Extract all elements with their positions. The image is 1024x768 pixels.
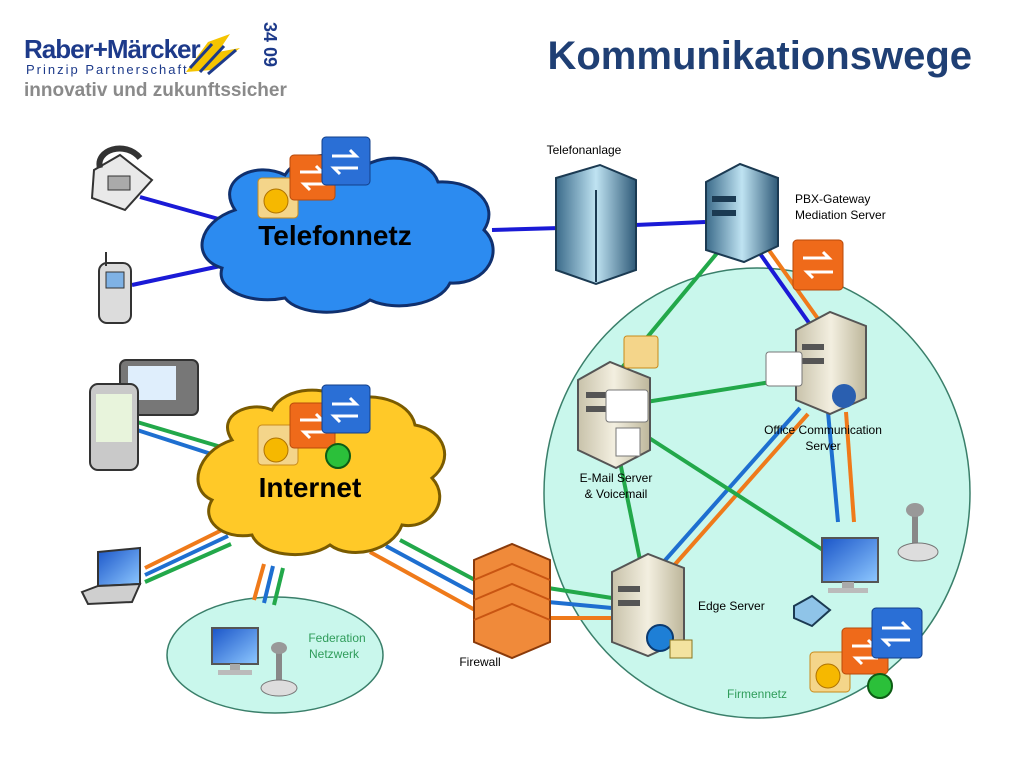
label-email-line1: E-Mail Server: [580, 471, 653, 485]
label-federation-line2: Netzwerk: [309, 647, 360, 661]
pda-icon: [89, 359, 199, 471]
label-firmennetz: Firmennetz: [727, 687, 787, 701]
label-ocs-line1: Office Communication: [764, 423, 882, 437]
outlook-icon: [623, 335, 659, 369]
client-monitor-icon: [821, 537, 879, 593]
link-pbx-gateway: [634, 220, 706, 227]
internet-app-icons: [257, 384, 371, 469]
telefonnetz-label: Telefonnetz: [258, 220, 411, 251]
desk-phone-icon: [90, 145, 154, 212]
edge-server-icon: [611, 552, 693, 659]
data-links: [136, 244, 856, 620]
firewall-icon: [473, 542, 551, 660]
communicator-icon: [871, 607, 923, 659]
voicemail-icon: [765, 351, 803, 387]
client-app-icons: [809, 607, 923, 699]
label-pbx-line2: Mediation Server: [795, 208, 886, 222]
label-federation-line1: Federation: [308, 631, 365, 645]
page-title: Kommunikationswege: [547, 34, 972, 78]
live-meeting-icon: [325, 443, 351, 469]
label-pbx-line1: PBX-Gateway: [795, 192, 870, 206]
label-email-line2: & Voicemail: [585, 487, 648, 501]
mobile-phone-icon: [98, 252, 132, 324]
logo-year: 34 09: [260, 22, 280, 68]
telefonnetz-app-icons: [257, 136, 371, 219]
ip-phone-icon: [793, 594, 832, 628]
email-server-icon: [577, 335, 659, 470]
label-telefonanlage: Telefonanlage: [547, 143, 622, 157]
voicemail-icon: [605, 389, 649, 423]
federation-monitor-icon: [211, 627, 259, 675]
diagram-labels: Telefonanlage PBX-Gateway Mediation Serv…: [308, 143, 885, 701]
ocs-server-icon: [765, 310, 867, 416]
label-edge: Edge Server: [698, 599, 765, 613]
communicator-icon: [321, 384, 371, 434]
user-icon: [832, 384, 856, 408]
laptop-icon: [80, 546, 142, 606]
label-firewall: Firewall: [459, 655, 500, 669]
exchange-icon: [792, 239, 844, 291]
pbx-gateway-server-icon: [705, 162, 844, 291]
pbx-cabinet-icon: [555, 163, 637, 286]
communicator-icon: [321, 136, 371, 186]
logo-brand: Raber+Märcker: [24, 34, 201, 64]
label-ocs-line2: Server: [805, 439, 840, 453]
logo-tagline: innovativ und zukunftssicher: [24, 80, 287, 101]
live-meeting-icon: [867, 673, 893, 699]
federation-microphone-icon: [260, 642, 298, 697]
logo-subtitle: Prinzip Partnerschaft: [26, 62, 189, 77]
link-mobile-telefonnetz: [131, 263, 226, 287]
logo-bird-icon: [186, 34, 240, 76]
link-telefonnetz-pbx: [491, 226, 561, 232]
client-microphone-icon: [897, 503, 939, 562]
internet-label: Internet: [259, 472, 362, 503]
globe-icon: [646, 624, 674, 652]
